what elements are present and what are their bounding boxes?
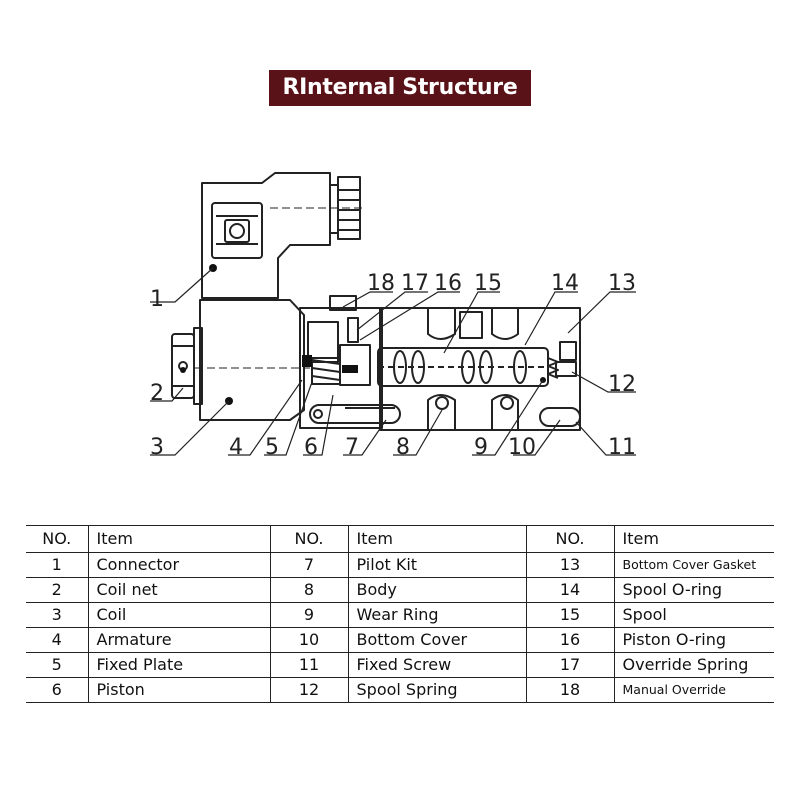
- callout-16: 16: [434, 271, 462, 296]
- part-no: 18: [525, 677, 614, 703]
- part-no: 2: [26, 577, 88, 603]
- callout-7: 7: [345, 435, 359, 460]
- header-item: Item: [347, 525, 526, 553]
- part-no: 8: [269, 577, 348, 603]
- callout-1: 1: [150, 287, 164, 312]
- part-item: Override Spring: [613, 652, 774, 678]
- callout-13: 13: [608, 271, 636, 296]
- callout-5: 5: [265, 435, 279, 460]
- callout-12: 12: [608, 372, 636, 397]
- callout-labels: 1 2 3 4 5 6 7 8 9 10 11 12 13 14 15 16 1…: [150, 271, 636, 460]
- part-item: Bottom Cover Gasket: [613, 552, 774, 578]
- table-row: 1 Connector 7 Pilot Kit 13 Bottom Cover …: [26, 552, 774, 578]
- header-no: NO.: [525, 525, 614, 553]
- part-no: 7: [269, 552, 348, 578]
- part-no: 1: [26, 552, 88, 578]
- pilot-section: [299, 295, 401, 429]
- part-no: 6: [26, 677, 88, 703]
- part-item: Armature: [87, 627, 270, 653]
- table-row: 2 Coil net 8 Body 14 Spool O-ring: [26, 577, 774, 603]
- part-item: Piston O-ring: [613, 627, 774, 653]
- part-item: Bottom Cover: [347, 627, 526, 653]
- part-item: Spool O-ring: [613, 577, 774, 603]
- part-item: Spool: [613, 602, 774, 628]
- table-row: 6 Piston 12 Spool Spring 18 Manual Overr…: [26, 677, 774, 703]
- callout-11: 11: [608, 435, 636, 460]
- valve-body: [379, 307, 581, 431]
- header-item: Item: [613, 525, 774, 553]
- part-item: Piston: [87, 677, 270, 703]
- callout-9: 9: [474, 435, 488, 460]
- header-no: NO.: [26, 525, 88, 553]
- part-no: 17: [525, 652, 614, 678]
- callout-18: 18: [367, 271, 395, 296]
- header-item: Item: [87, 525, 270, 553]
- callout-10: 10: [508, 435, 536, 460]
- part-no: 9: [269, 602, 348, 628]
- callout-14: 14: [551, 271, 579, 296]
- title-banner: RInternal Structure: [269, 70, 531, 106]
- header-no: NO.: [269, 525, 348, 553]
- part-no: 15: [525, 602, 614, 628]
- part-no: 3: [26, 602, 88, 628]
- callout-17: 17: [401, 271, 429, 296]
- part-item: Fixed Plate: [87, 652, 270, 678]
- table-row: 3 Coil 9 Wear Ring 15 Spool: [26, 602, 774, 628]
- part-no: 11: [269, 652, 348, 678]
- part-no: 12: [269, 677, 348, 703]
- part-no: 13: [525, 552, 614, 578]
- callout-15: 15: [474, 271, 502, 296]
- part-no: 10: [269, 627, 348, 653]
- table-row: 5 Fixed Plate 11 Fixed Screw 17 Override…: [26, 652, 774, 678]
- parts-table: NO. Item NO. Item NO. Item 1 Connector 7…: [26, 525, 774, 703]
- part-item: Coil: [87, 602, 270, 628]
- callout-2: 2: [150, 381, 164, 406]
- part-item: Coil net: [87, 577, 270, 603]
- part-item: Wear Ring: [347, 602, 526, 628]
- spool-part: [377, 347, 577, 387]
- callout-6: 6: [304, 435, 318, 460]
- part-no: 5: [26, 652, 88, 678]
- valve-diagram: 1 2 3 4 5 6 7 8 9 10 11 12 13 14 15 16 1…: [150, 172, 636, 460]
- part-item: Spool Spring: [347, 677, 526, 703]
- table-row: 4 Armature 10 Bottom Cover 16 Piston O-r…: [26, 627, 774, 653]
- callout-4: 4: [229, 435, 243, 460]
- part-no: 16: [525, 627, 614, 653]
- part-item: Manual Override: [613, 677, 774, 703]
- part-no: 4: [26, 627, 88, 653]
- part-item: Pilot Kit: [347, 552, 526, 578]
- table-header-row: NO. Item NO. Item NO. Item: [26, 525, 774, 553]
- part-item: Body: [347, 577, 526, 603]
- coil-part: [171, 299, 305, 421]
- callout-8: 8: [396, 435, 410, 460]
- connector-part: [201, 172, 361, 299]
- part-item: Fixed Screw: [347, 652, 526, 678]
- part-no: 14: [525, 577, 614, 603]
- part-item: Connector: [87, 552, 270, 578]
- callout-3: 3: [150, 435, 164, 460]
